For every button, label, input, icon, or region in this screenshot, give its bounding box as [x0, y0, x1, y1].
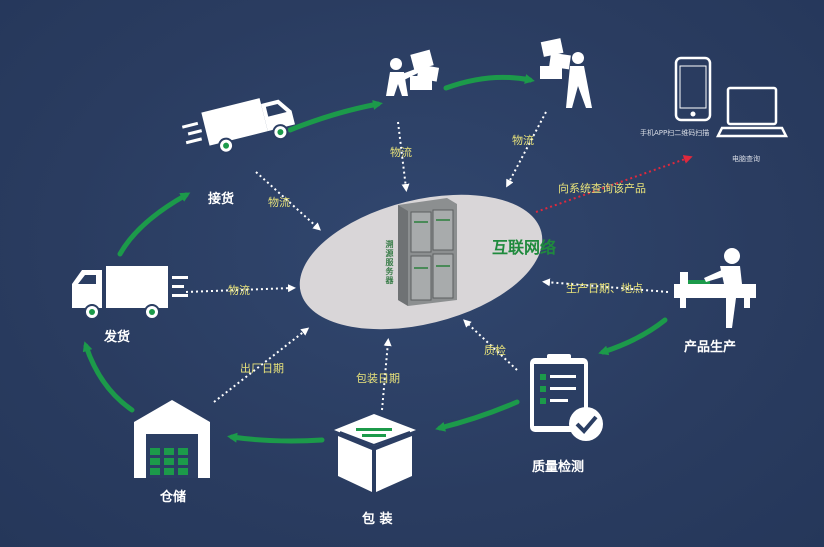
- flow-quality-to-center: [463, 319, 518, 371]
- warehouse-icon: [134, 400, 210, 478]
- carrier-person-1-icon: [386, 49, 440, 96]
- server-label: 溯源服务器: [385, 240, 394, 285]
- node-label-production: 产品生产: [684, 340, 737, 355]
- flow-label-logistics-4: 物流: [228, 284, 250, 297]
- arrow-quality-to-package: [435, 399, 520, 432]
- flow-package-to-center: [381, 338, 392, 411]
- node-label-pickup: 接货: [208, 192, 235, 207]
- carrier-person-2-icon: [540, 38, 592, 108]
- node-label-package: 包 装: [362, 512, 393, 527]
- node-label-warehouse: 仓储: [160, 490, 187, 505]
- cycle-arrows: [82, 74, 668, 444]
- network-label: 互联网络: [492, 238, 557, 257]
- phone-caption: 手机APP扫二维码扫描: [640, 129, 710, 137]
- package-box-icon: [334, 414, 416, 492]
- production-worker-icon: [674, 248, 756, 328]
- laptop-icon: [715, 86, 789, 138]
- pickup-truck-icon: [181, 98, 295, 154]
- arrow-package-to-warehouse: [227, 432, 325, 444]
- query-arrow: [535, 155, 693, 213]
- flow-pickup-to-center: [255, 171, 321, 231]
- flow-production-to-center: [542, 278, 669, 293]
- flow-label-logistics-1: 物流: [390, 146, 412, 159]
- flow-arrows: [185, 111, 669, 411]
- arrow-pickup-to-carrier1: [287, 99, 383, 133]
- node-label-ship: 发货: [104, 330, 131, 345]
- shipping-truck-icon: [72, 266, 188, 320]
- phone-icon: [674, 56, 712, 122]
- flow-carrier2-to-center: [506, 111, 547, 188]
- flow-carrier1-to-center: [397, 121, 410, 192]
- flow-label-production-info: 生产日期、地点: [566, 282, 643, 295]
- server-icon: [398, 198, 457, 306]
- arrow-ship-to-pickup: [117, 192, 191, 257]
- flow-label-factory-date: 出厂日期: [240, 362, 284, 375]
- flow-label-logistics-2: 物流: [512, 134, 534, 147]
- flow-label-package-date: 包装日期: [356, 372, 400, 385]
- flow-label-query: 向系统查询该产品: [558, 182, 646, 195]
- arrow-production-to-quality: [598, 317, 668, 356]
- arrow-warehouse-to-ship: [82, 341, 135, 413]
- flow-label-inspection: 质检: [484, 344, 506, 357]
- pc-caption: 电脑查询: [732, 155, 760, 163]
- quality-clipboard-icon: [530, 354, 603, 441]
- flow-label-logistics-3: 物流: [268, 196, 290, 209]
- arrow-carrier1-to-carrier2: [443, 74, 535, 91]
- node-label-quality: 质量检测: [532, 460, 585, 475]
